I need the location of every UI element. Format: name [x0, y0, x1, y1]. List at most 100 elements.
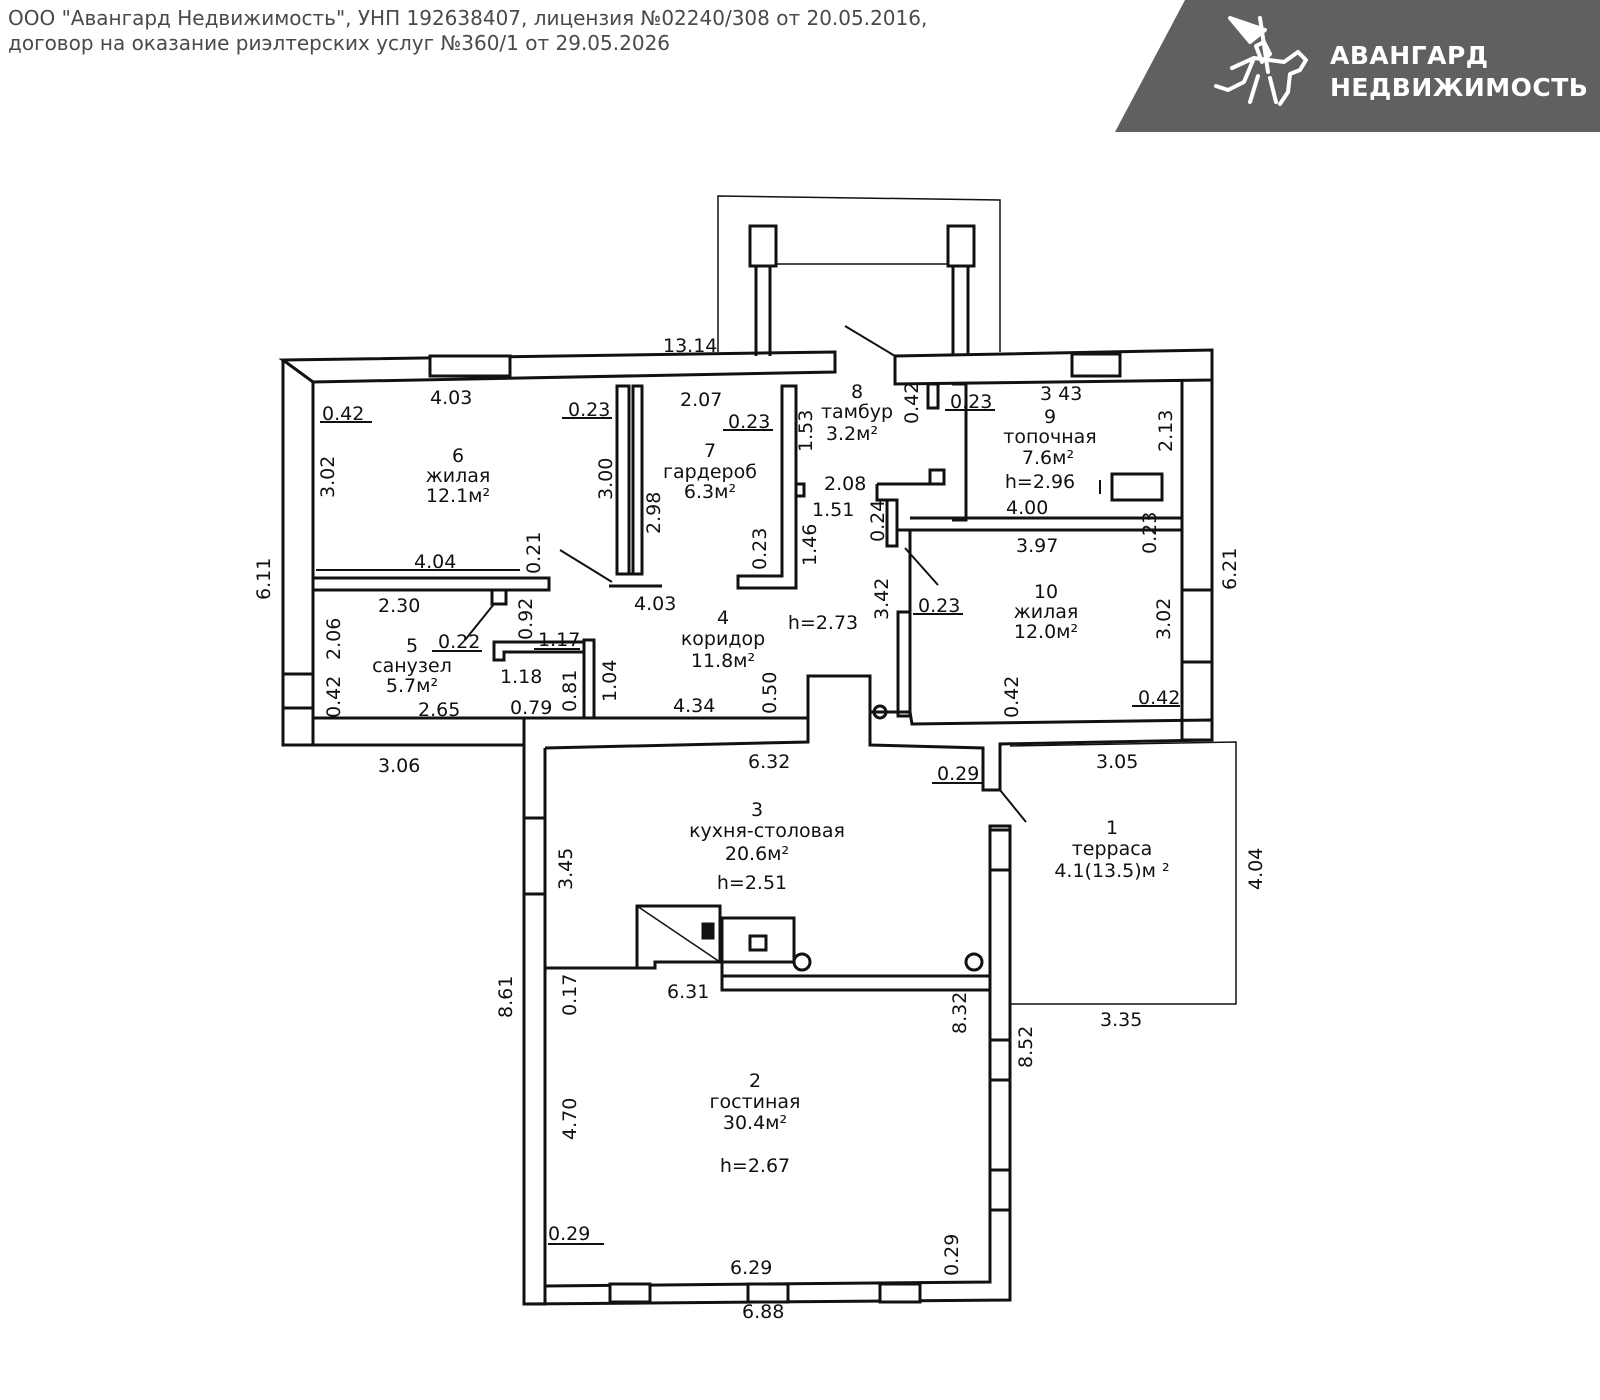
kitchen-counter	[720, 916, 796, 964]
dim-6-21: 6.21	[1219, 548, 1241, 590]
logo-line-1: АВАНГАРД	[1330, 41, 1489, 70]
vestibule-post-right	[946, 224, 976, 268]
dim-8-52: 8.52	[1015, 1026, 1037, 1068]
stove-diagonal	[636, 905, 721, 963]
dim-2-65: 2.65	[418, 699, 460, 721]
room-4-label: 4 коридор 11.8м² h=2.73	[681, 607, 858, 672]
gas-pipe-1	[792, 952, 812, 972]
wall-sanuzel-east	[582, 638, 596, 720]
wall-stub-corridor	[796, 482, 806, 498]
dim-0-24: 0.24	[867, 500, 889, 542]
south-wall-east	[868, 710, 1214, 792]
chimney-corridor	[806, 674, 872, 718]
room-9-area: 7.6м²	[1022, 447, 1074, 469]
dim-2-13: 2.13	[1155, 410, 1177, 452]
south-wall-mid	[524, 716, 810, 750]
room-6-area: 12.1м²	[426, 485, 490, 507]
dim-3-02-room10: 3.02	[1153, 598, 1175, 640]
vestibule-roof-outline	[717, 195, 1001, 352]
walls	[278, 195, 1237, 1306]
logo-background	[1115, 0, 1600, 132]
wall-room10-west	[896, 610, 912, 718]
vestibule-post-left	[748, 224, 778, 268]
dim-1-51: 1.51	[812, 499, 854, 521]
room-9-height: h=2.96	[1005, 471, 1075, 493]
room-1-label: 1 терраса 4.1(13.5)м ²	[1054, 817, 1169, 882]
room-4-area: 11.8м²	[691, 650, 755, 672]
wall-chimney	[875, 468, 946, 548]
room-2-area: 30.4м²	[723, 1112, 787, 1134]
wall-kitchen-living	[545, 960, 992, 992]
room-9-number: 9	[1044, 406, 1056, 428]
gas-pipe-3	[872, 704, 888, 720]
wall-room9-south	[910, 516, 1184, 532]
north-wall-east	[893, 348, 1214, 386]
window-south-3	[878, 1282, 922, 1304]
wall-room10-north-stub	[897, 528, 912, 612]
stove-door	[701, 922, 715, 940]
room-10-name: жилая	[1014, 601, 1079, 623]
logo-line-2: НЕДВИЖИМОСТЬ	[1330, 73, 1589, 102]
dim-4-00: 4.00	[1006, 497, 1048, 519]
dim-3-02-room6: 3.02	[317, 456, 339, 498]
dim-3-35: 3.35	[1100, 1009, 1142, 1031]
room-labels: 6 жилая 12.1м² 7 гардероб 6.3м² 8 тамбур…	[372, 381, 1170, 1177]
wall-room9-west	[952, 382, 968, 522]
room-1-number: 1	[1106, 817, 1118, 839]
south-block-south-wall	[523, 824, 1012, 1306]
license-header: ООО "Авангард Недвижимость", УНП 1926384…	[8, 6, 927, 56]
room-8-name: тамбур	[821, 401, 893, 423]
dim-0-29-living-right: 0.29	[941, 1234, 963, 1276]
knight-on-horse-icon	[1214, 16, 1308, 106]
wall-sanuzel-inner	[492, 640, 586, 662]
dim-3-97: 3.97	[1016, 535, 1058, 557]
dim-1-04: 1.04	[599, 660, 621, 702]
dim-0-42-sanuzel: 0.42	[323, 676, 345, 718]
license-line-1: ООО "Авангард Недвижимость", УНП 1926384…	[8, 6, 928, 30]
window-south-1	[608, 1282, 652, 1304]
south-wall-north-block	[283, 716, 526, 747]
dim-0-23-room6: 0.23	[568, 399, 610, 421]
room-5-name: санузел	[372, 655, 452, 677]
window-east-3	[988, 1168, 1012, 1212]
room-8-label: 8 тамбур 3.2м²	[821, 381, 893, 445]
vestibule-wall-left	[754, 266, 772, 356]
gas-pipe-2	[964, 952, 984, 972]
dimension-labels: 13.14 4.03 0.42 0.23 2.07 0.23 2.08 1.51…	[253, 335, 1267, 1323]
license-line-2: договор на оказание риэлтерских услуг №3…	[8, 31, 671, 55]
dim-6-11: 6.11	[253, 558, 275, 600]
dim-6-88: 6.88	[742, 1301, 784, 1323]
dim-2-07: 2.07	[680, 389, 722, 411]
dim-1-18: 1.18	[500, 666, 542, 688]
dim-0-21: 0.21	[523, 532, 545, 574]
room-2-label: 2 гостиная 30.4м² h=2.67	[710, 1070, 801, 1177]
vestibule-wall-right	[951, 266, 970, 356]
dim-4-03-corridor: 4.03	[634, 593, 676, 615]
room-4-name: коридор	[681, 628, 765, 650]
dim-6-32: 6.32	[748, 751, 790, 773]
dim-4-04-terrace: 4.04	[1245, 848, 1267, 890]
south-block-west-wall	[522, 718, 547, 1306]
dim-8-61: 8.61	[495, 976, 517, 1018]
dim-8-32: 8.32	[949, 992, 971, 1034]
window-east-1	[988, 828, 1012, 872]
room-7-label: 7 гардероб 6.3м²	[663, 440, 757, 503]
dim-0-50: 0.50	[759, 672, 781, 714]
wall-room7-bottom-left	[609, 572, 662, 588]
dim-0-42-tambur: 0.42	[901, 382, 923, 424]
room-1-name: терраса	[1072, 838, 1153, 860]
logo-text: АВАНГАРД НЕДВИЖИМОСТЬ	[1330, 40, 1588, 104]
dim-2-06: 2.06	[323, 618, 345, 660]
room-4-height: h=2.73	[788, 612, 858, 634]
wall-room6-east	[615, 384, 631, 576]
room-3-label: 3 кухня-столовая 20.6м² h=2.51	[689, 799, 845, 894]
dim-0-42-room6: 0.42	[322, 403, 364, 425]
boiler	[1110, 472, 1164, 502]
kitchen-sink	[748, 934, 768, 952]
window-north-room9	[1070, 352, 1122, 378]
room-6-number: 6	[452, 445, 464, 467]
wall-sanuzel-stub	[490, 588, 508, 606]
room-3-height: h=2.51	[717, 872, 787, 894]
room-7-area: 6.3м²	[684, 481, 736, 503]
room-3-name: кухня-столовая	[689, 820, 845, 842]
